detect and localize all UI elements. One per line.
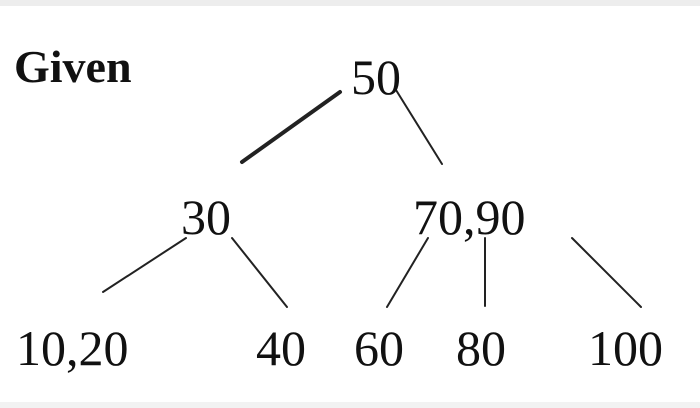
edge-70-90-to-100 bbox=[571, 237, 642, 308]
node-40: 40 bbox=[256, 320, 306, 376]
edge-70-90-to-60 bbox=[386, 237, 429, 308]
top-border bbox=[0, 0, 700, 6]
edge-root-to-30 bbox=[240, 90, 342, 164]
node-30: 30 bbox=[181, 189, 231, 245]
edge-root-to-70-90 bbox=[395, 89, 443, 165]
node-root: 50 bbox=[351, 49, 401, 105]
node-60: 60 bbox=[354, 320, 404, 376]
edge-30-to-10-20 bbox=[102, 237, 187, 293]
edge-30-to-40 bbox=[231, 237, 288, 308]
node-100: 100 bbox=[588, 320, 663, 376]
node-70-90: 70,90 bbox=[413, 189, 526, 245]
bottom-border bbox=[0, 402, 700, 408]
given-label: Given bbox=[14, 41, 132, 92]
node-10-20: 10,20 bbox=[16, 320, 129, 376]
node-80: 80 bbox=[456, 320, 506, 376]
